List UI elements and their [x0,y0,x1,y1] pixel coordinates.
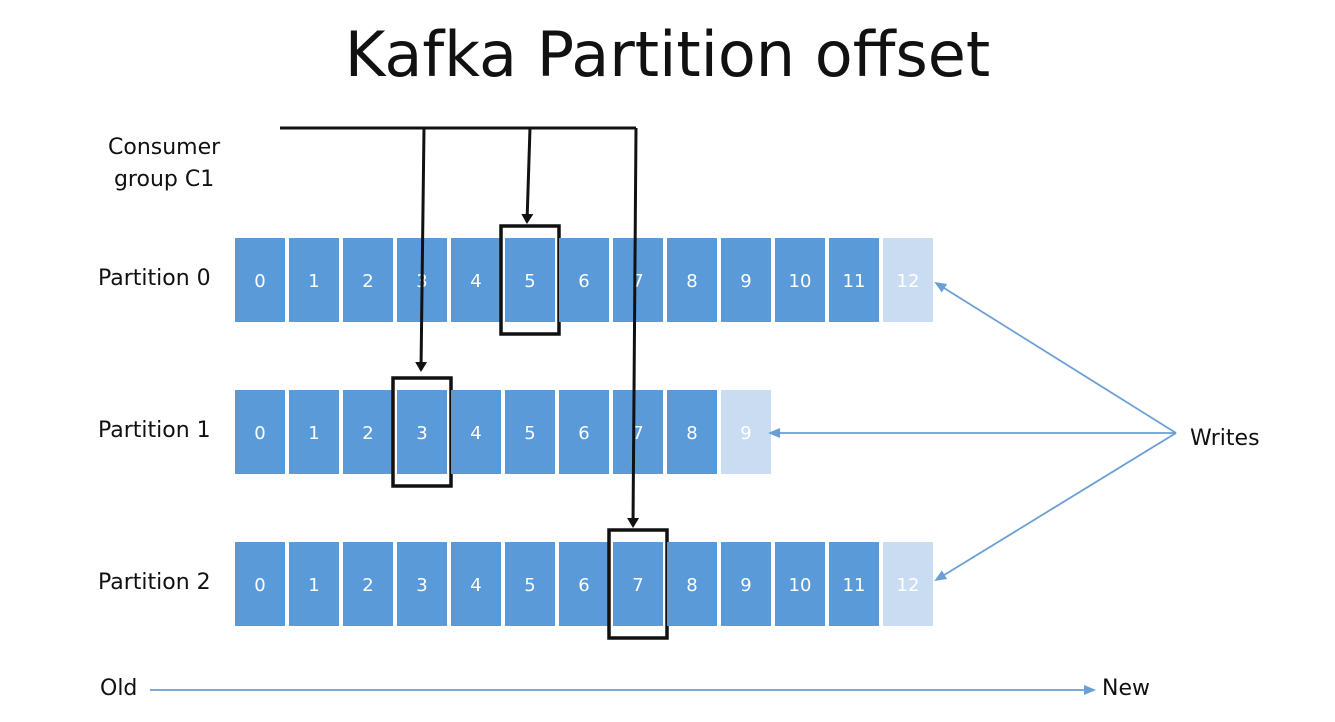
writes-arrow-partition-0 [934,281,1177,434]
partition-1-row: 0 1 2 3 4 5 6 7 8 9 [235,376,771,488]
offset-number: 3 [416,575,427,596]
offset-cell [721,542,771,626]
offset-cell [775,542,825,626]
offset-number: 1 [308,271,319,292]
offset-cell [451,238,501,322]
offset-number: 6 [578,423,589,444]
offset-cell [235,238,285,322]
offset-number: 4 [470,575,481,596]
offset-cell [289,390,339,474]
consumer-group-line2: group C1 [113,167,215,192]
offset-number: 6 [578,575,589,596]
partition-0-label: Partition 0 [98,266,211,291]
offset-number: 2 [362,575,373,596]
offset-cell [721,238,771,322]
offset-cell [775,238,825,322]
pending-write-cell [883,238,933,322]
offset-cell [289,238,339,322]
offset-cell [613,390,663,474]
offset-number: 12 [897,271,920,292]
offset-number: 9 [740,423,751,444]
offset-cell [829,238,879,322]
offset-cell [667,238,717,322]
offset-number: 10 [789,271,812,292]
axis-new-label: New [1102,676,1150,701]
offset-cell [451,390,501,474]
offset-cell [829,542,879,626]
offset-cell [505,238,555,322]
offset-number: 9 [740,271,751,292]
offset-cell [343,542,393,626]
offset-number: 12 [897,575,920,596]
offset-number: 2 [362,423,373,444]
offset-cell [505,390,555,474]
offset-number: 5 [524,423,535,444]
offset-number: 10 [789,575,812,596]
offset-cell [343,238,393,322]
diagram-title: Kafka Partition offset [344,18,991,91]
offset-number: 3 [416,423,427,444]
offset-cell [397,542,447,626]
consumer-arrow-partition-0 [521,127,534,224]
consumer-arrow-partition-1 [415,127,428,372]
offset-number: 0 [254,271,265,292]
offset-cell [505,542,555,626]
offset-number: 7 [632,271,643,292]
offset-number: 5 [524,271,535,292]
offset-cell [289,542,339,626]
offset-number: 1 [308,575,319,596]
offset-number: 4 [470,271,481,292]
offset-cell [667,390,717,474]
offset-number: 0 [254,575,265,596]
offset-cell [235,390,285,474]
offset-cell [613,238,663,322]
consumer-group-line1: Consumer [108,135,221,160]
offset-cell [397,390,447,474]
offset-cell [235,542,285,626]
offset-number: 4 [470,423,481,444]
writes-arrow-partition-2 [934,432,1177,582]
partition-2-label: Partition 2 [98,570,211,595]
pending-write-cell [883,542,933,626]
offset-number: 11 [843,271,866,292]
offset-cell [559,238,609,322]
consumer-group-label: Consumer group C1 [108,132,220,196]
offset-cell [559,390,609,474]
offset-number: 0 [254,423,265,444]
writes-label: Writes [1190,426,1260,451]
consumer-arrow-partition-2 [627,127,640,528]
offset-cell [559,542,609,626]
offset-number: 1 [308,423,319,444]
offset-number: 9 [740,575,751,596]
axis-old-label: Old [100,676,138,701]
offset-cell [613,542,663,626]
offset-cell [343,390,393,474]
offset-number: 5 [524,575,535,596]
offset-number: 2 [362,271,373,292]
offset-number: 6 [578,271,589,292]
pending-write-cell [721,390,771,474]
offset-cell [451,542,501,626]
offset-number: 8 [686,575,697,596]
offset-number: 7 [632,575,643,596]
offset-cell [667,542,717,626]
offset-number: 8 [686,271,697,292]
offset-number: 7 [632,423,643,444]
partition-1-label: Partition 1 [98,418,211,443]
offset-number: 11 [843,575,866,596]
offset-number: 8 [686,423,697,444]
